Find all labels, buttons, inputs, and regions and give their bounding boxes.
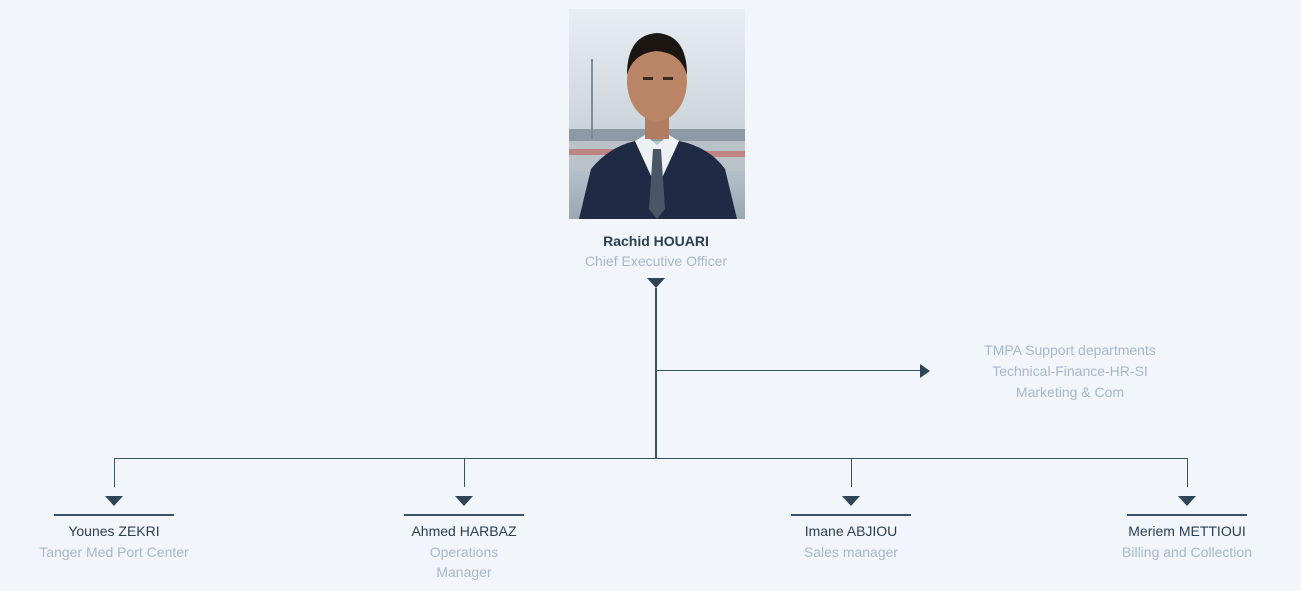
ceo-arrow-icon	[647, 278, 665, 288]
drop-connector	[114, 459, 115, 487]
report-name: Imane ABJIOU	[804, 523, 898, 539]
report-role: Sales manager	[803, 544, 899, 560]
horizontal-connector	[114, 458, 1188, 459]
report-arrow-icon	[842, 496, 860, 506]
report-name: Younes ZEKRI	[68, 523, 160, 539]
report-role: Billing and Collection	[1122, 544, 1252, 560]
name-underline	[54, 514, 174, 516]
support-connector	[657, 370, 921, 371]
name-underline	[404, 514, 524, 516]
report-arrow-icon	[455, 496, 473, 506]
report-card: Ahmed HARBAZ Operations Manager	[364, 523, 564, 582]
ceo-photo	[569, 9, 745, 219]
report-card: Meriem METTIOUI Billing and Collection	[1087, 523, 1287, 562]
report-name: Ahmed HARBAZ	[411, 523, 517, 539]
support-line: Marketing & Com	[1015, 384, 1125, 400]
drop-connector	[1187, 459, 1188, 487]
ceo-name: Rachid HOUARI	[603, 233, 709, 249]
name-underline	[1127, 514, 1247, 516]
support-arrow-icon	[920, 364, 930, 378]
report-arrow-icon	[1178, 496, 1196, 506]
report-name: Meriem METTIOUI	[1128, 523, 1246, 539]
support-departments: TMPA Support departments Technical-Finan…	[930, 340, 1210, 403]
support-line: TMPA Support departments	[984, 342, 1156, 358]
report-role: Manager	[436, 564, 492, 580]
report-role: Tanger Med Port Center	[39, 544, 189, 560]
report-card: Imane ABJIOU Sales manager	[751, 523, 951, 562]
main-vertical-connector	[655, 288, 657, 458]
drop-connector	[464, 459, 465, 487]
report-arrow-icon	[105, 496, 123, 506]
report-card: Younes ZEKRI Tanger Med Port Center	[14, 523, 214, 562]
drop-connector	[851, 459, 852, 487]
ceo-title: Chief Executive Officer	[584, 253, 728, 269]
support-line: Technical-Finance-HR-SI	[992, 363, 1148, 379]
report-role: Operations	[429, 544, 499, 560]
name-underline	[791, 514, 911, 516]
